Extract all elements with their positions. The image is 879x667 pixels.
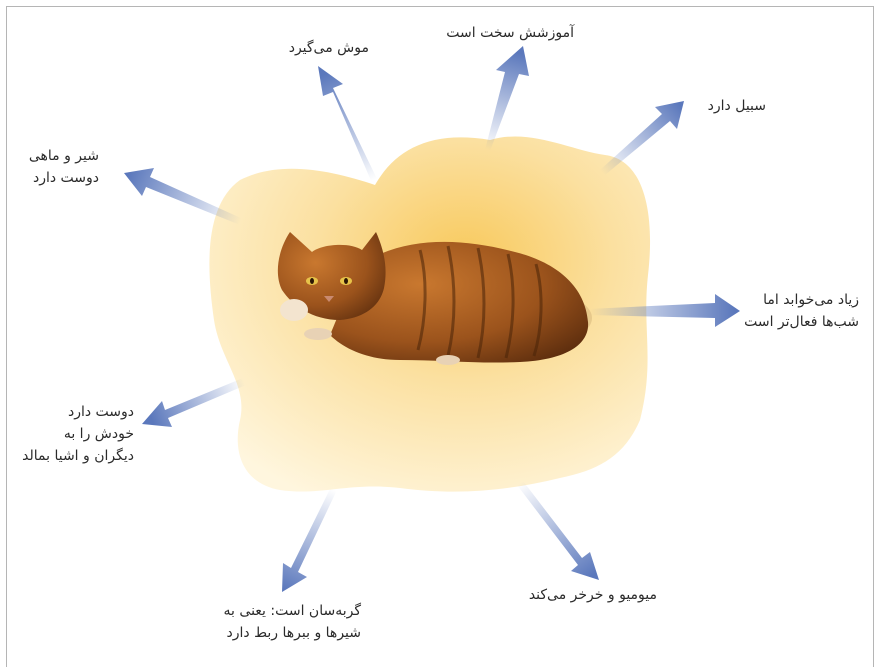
arrow-meows-purrs bbox=[517, 481, 599, 580]
label-rubs: دوست دارد خودش را به دیگران و اشیا بمالد bbox=[22, 401, 134, 467]
arrow-catches-mice bbox=[318, 66, 378, 183]
label-hard-to-train: آموزشش سخت است bbox=[446, 22, 574, 44]
label-catches-mice: موش می‌گیرد bbox=[289, 37, 369, 59]
label-sleeps: زیاد می‌خوابد اما شب‌ها فعال‌تر است bbox=[744, 289, 859, 333]
label-has-whiskers: سبیل دارد bbox=[708, 95, 766, 117]
arrow-rubs bbox=[142, 378, 246, 427]
label-likes-milk-fish: شیر و ماهی دوست دارد bbox=[29, 145, 99, 189]
arrow-feline bbox=[282, 487, 337, 592]
arrow-hard-to-train bbox=[485, 46, 529, 151]
arrow-has-whiskers bbox=[600, 101, 684, 175]
label-meows-purrs: میومیو و خرخر می‌کند bbox=[529, 584, 657, 606]
label-feline: گربه‌سان است: یعنی به شیرها و ببرها ربط … bbox=[224, 600, 361, 644]
